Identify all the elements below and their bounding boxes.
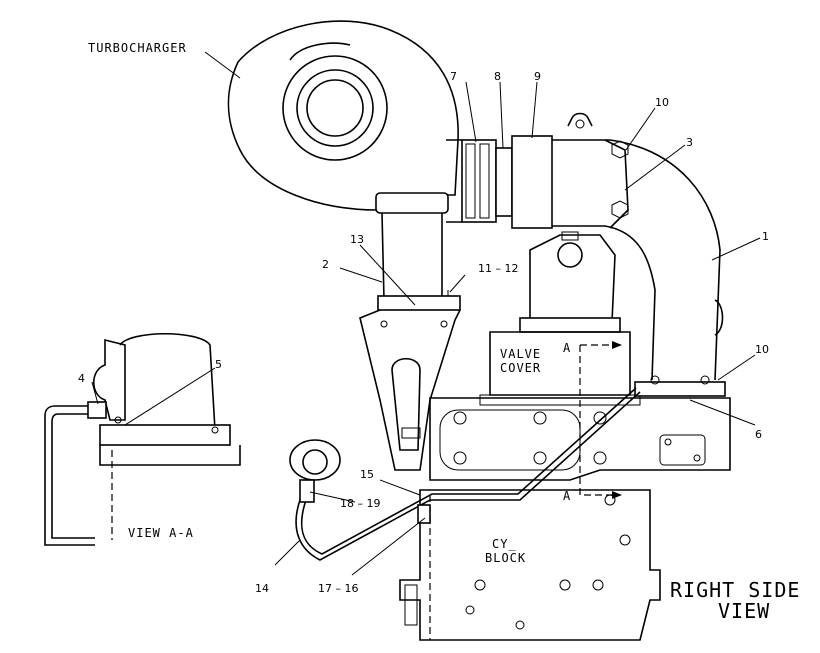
callout-9: 9: [534, 70, 541, 83]
section-a-top-label: A: [563, 341, 571, 355]
valve-cover-label-line2: COVER: [500, 361, 541, 375]
callout-1: 1: [762, 230, 769, 243]
right-side-label-line1: RIGHT SIDE: [670, 578, 800, 602]
callout-18-19: 18 – 19: [340, 497, 381, 510]
oil-line: [289, 387, 641, 561]
cy-block-label-line1: CY_: [492, 537, 517, 551]
valve-cover-label-line1: VALVE: [500, 347, 541, 361]
callout-13: 13: [350, 233, 364, 246]
callout-7: 7: [450, 70, 457, 83]
rear-mount-bracket: [519, 231, 621, 333]
callout-4: 4: [78, 372, 85, 385]
callout-3: 3: [686, 136, 693, 149]
callout-10-right: 10: [755, 343, 769, 356]
right-side-label-line2: VIEW: [718, 599, 770, 623]
exhaust-pipe: [552, 112, 724, 381]
callout-15: 15: [360, 468, 374, 481]
view-a-a-inset: [44, 333, 241, 546]
valve-cover: [479, 331, 641, 406]
callout-17-16: 17 – 16: [318, 582, 359, 595]
view-aa-label: VIEW A-A: [128, 526, 194, 540]
cylinder-block: [399, 489, 661, 641]
exhaust-elbow: [359, 192, 461, 471]
callout-6: 6: [755, 428, 762, 441]
exhaust-manifold: [429, 375, 731, 481]
callout-11-12: 11 – 12: [478, 262, 519, 275]
turbocharger-label: TURBOCHARGER: [88, 41, 187, 55]
callout-5: 5: [215, 358, 222, 371]
cy-block-label-line2: BLOCK: [485, 551, 526, 565]
callout-8: 8: [494, 70, 501, 83]
turbocharger: [227, 20, 459, 211]
callout-10-top: 10: [655, 96, 669, 109]
leader-lines: [91, 51, 761, 576]
exhaust-bellows: [446, 135, 553, 229]
callout-2: 2: [322, 258, 329, 271]
section-a-bottom-label: A: [563, 489, 571, 503]
callout-14: 14: [255, 582, 269, 595]
